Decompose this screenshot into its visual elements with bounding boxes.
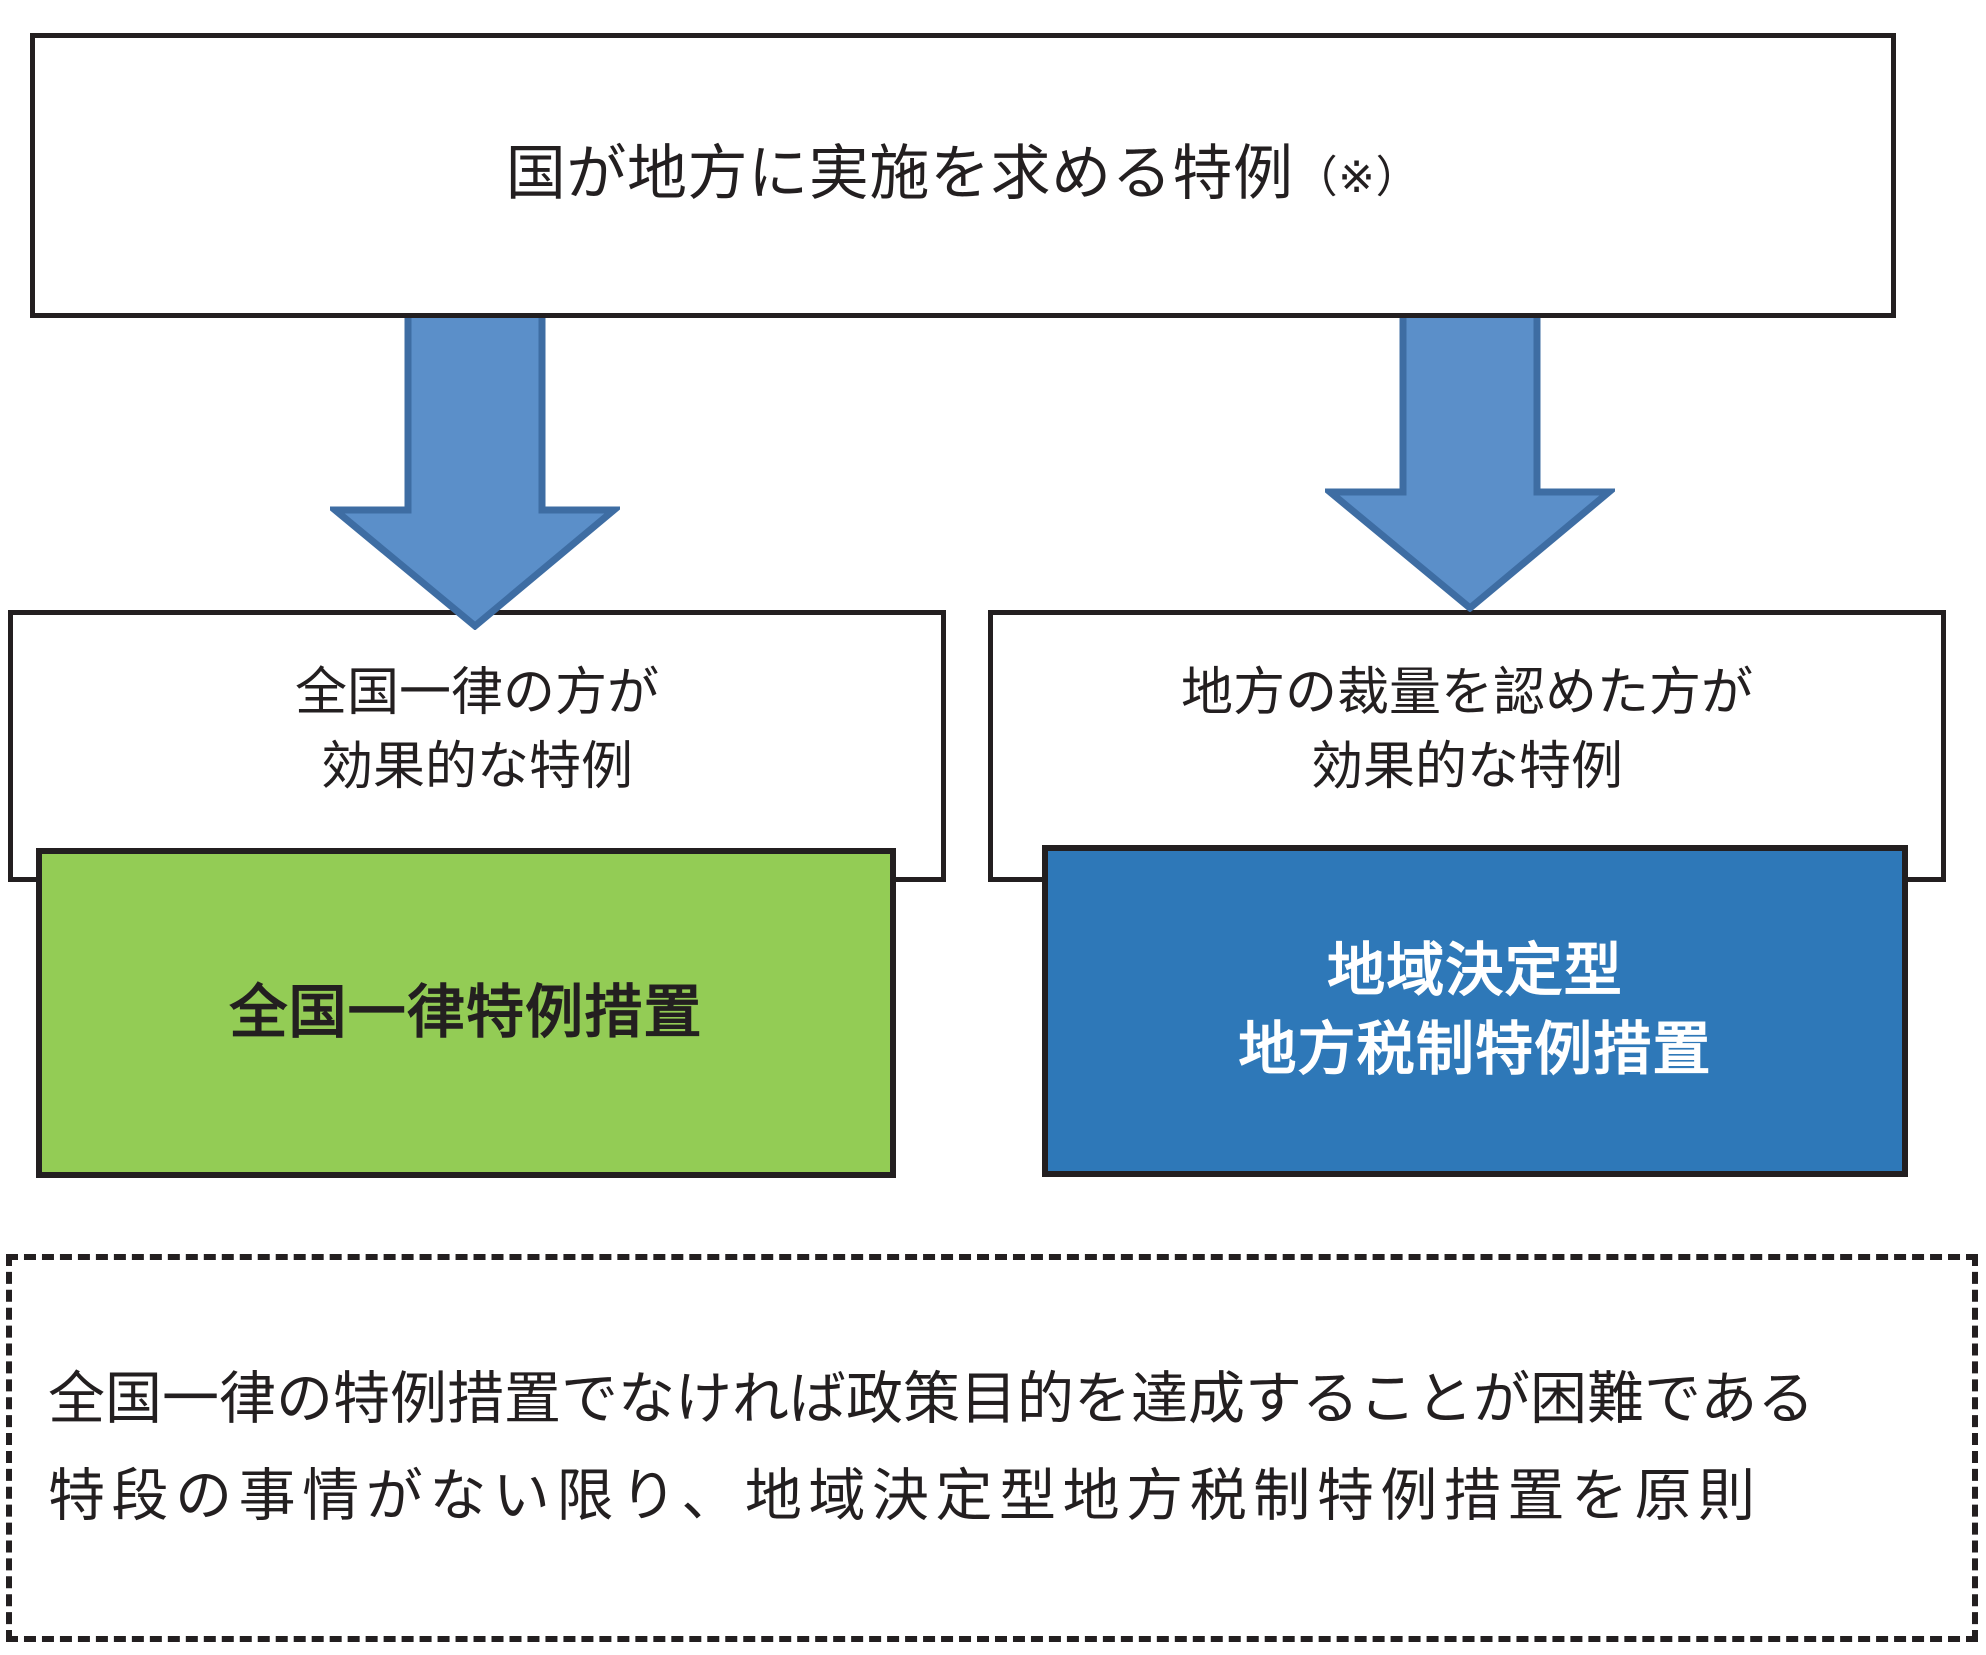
condition-right-line2: 効果的な特例 (1310, 737, 1623, 796)
title-text: 国が地方に実施を求める特例（※） (505, 139, 1421, 211)
condition-left-line1: 全国一律の方が (294, 664, 659, 722)
down-arrow-left (330, 288, 620, 630)
title-note-marker: （※） (1293, 152, 1421, 202)
title-box: 国が地方に実施を求める特例（※） (30, 33, 1896, 318)
title-main-text: 国が地方に実施を求める特例 (505, 139, 1294, 207)
result-box-nationwide: 全国一律特例措置 (36, 848, 896, 1178)
condition-box-left: 全国一律の方が 効果的な特例 (8, 610, 946, 882)
condition-box-right: 地方の裁量を認めた方が 効果的な特例 (988, 610, 1946, 882)
result-left-line1: 全国一律特例措置 (229, 980, 703, 1046)
principle-note-box: 全国一律の特例措置でなければ政策目的を達成することが困難である 特段の事情がない… (6, 1254, 1978, 1642)
note-line-1: 全国一律の特例措置でなければ政策目的を達成することが困難である (48, 1367, 1815, 1432)
note-line-2: 特段の事情がない限り、地域決定型地方税制特例措置を原則 (48, 1464, 1762, 1528)
condition-right-line1: 地方の裁量を認めた方が (1180, 664, 1753, 722)
result-right-line2: 地方税制特例措置 (1238, 1017, 1712, 1082)
condition-left-line2: 効果的な特例 (320, 737, 633, 796)
down-arrow-right (1325, 270, 1615, 612)
result-box-local: 地域決定型 地方税制特例措置 (1042, 845, 1908, 1177)
result-right-line1: 地域決定型 (1327, 938, 1623, 1004)
